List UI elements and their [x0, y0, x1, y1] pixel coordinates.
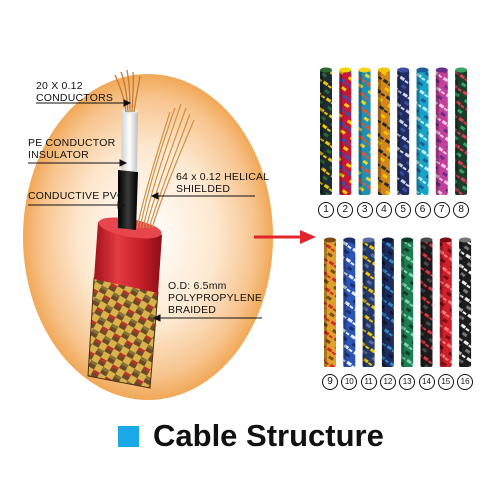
cable-sample-16	[459, 237, 472, 367]
sample-number-15: 15	[437, 374, 454, 390]
caption-text: Cable Structure	[153, 418, 384, 453]
sample-number-4: 4	[375, 202, 392, 218]
cable-sample-10	[343, 237, 356, 367]
cable-sample-6	[416, 67, 429, 195]
cable-sample-13	[401, 237, 414, 367]
cable-sample-body	[435, 70, 448, 195]
caption-square-icon	[118, 425, 139, 447]
red-arrow	[254, 230, 316, 244]
sample-number-6: 6	[414, 202, 431, 218]
cable-sample-11	[362, 237, 375, 367]
cable-sample-body	[459, 240, 472, 367]
cable-sample-body	[358, 70, 371, 195]
sample-number-7: 7	[433, 202, 450, 218]
sample-number-10: 10	[341, 374, 358, 390]
cable-sample-body	[339, 70, 352, 195]
braided-sheath	[87, 277, 159, 389]
cable-sample-15	[439, 237, 452, 367]
cable-sample-body	[320, 70, 332, 195]
sample-number-11: 11	[360, 374, 377, 390]
sample-number-2: 2	[337, 202, 354, 218]
cable-sample-body	[401, 240, 414, 367]
sample-number-3: 3	[356, 202, 373, 218]
cable-sample-body	[397, 70, 410, 195]
sample-number-13: 13	[399, 374, 416, 390]
sample-number-16: 16	[457, 374, 474, 390]
leader-lines	[28, 99, 262, 322]
cable-sample-body	[420, 240, 433, 367]
conductive-pvc	[118, 170, 138, 230]
samples-bottom-row	[324, 237, 472, 367]
cable-sample-body	[343, 240, 356, 367]
pe-insulator	[121, 110, 138, 172]
cable-sample-3	[358, 67, 371, 195]
cable-sample-2	[339, 67, 352, 195]
cable-sample-body	[362, 240, 375, 367]
cable-sample-body	[377, 70, 390, 195]
helical-shield	[136, 103, 195, 229]
samples-top-row	[320, 67, 468, 195]
cable-sample-body	[381, 240, 394, 367]
cable-sample-body	[455, 70, 468, 195]
inner-conductors	[114, 69, 141, 113]
sample-number-5: 5	[395, 202, 412, 218]
sample-number-1: 1	[318, 202, 334, 218]
cable-sample-1	[320, 67, 332, 195]
label-conductive-pvc: CONDUCTIVE PVC	[28, 190, 125, 202]
cable-sample-4	[377, 67, 390, 195]
cable-sample-body	[324, 240, 336, 367]
caption: Cable Structure	[118, 418, 384, 454]
cable-sample-body	[439, 240, 452, 367]
red-jacket	[94, 222, 162, 293]
sample-number-9: 9	[322, 374, 338, 390]
sample-number-12: 12	[379, 374, 396, 390]
cable-sample-14	[420, 237, 433, 367]
cable-sample-body	[416, 70, 429, 195]
sample-number-14: 14	[418, 374, 435, 390]
cable-sample-5	[397, 67, 410, 195]
cable-sample-8	[455, 67, 468, 195]
cable-sample-12	[381, 237, 394, 367]
sample-number-8: 8	[453, 202, 470, 218]
cable-sample-7	[435, 67, 448, 195]
cable-sample-9	[324, 237, 336, 367]
